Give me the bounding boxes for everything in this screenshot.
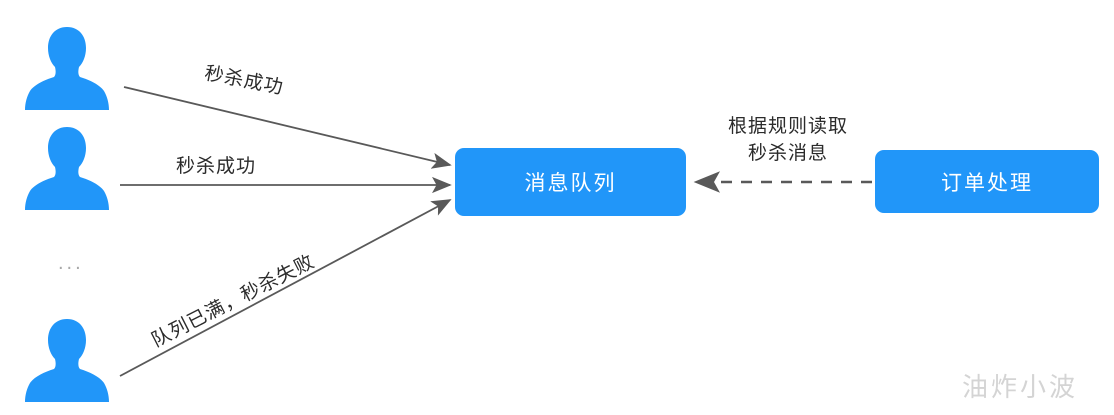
user-icon-3 — [25, 319, 109, 402]
actors-ellipsis: ... — [58, 252, 84, 274]
user-icon-2 — [25, 127, 109, 210]
edge-3-line — [119, 199, 452, 377]
user-icon-1 — [25, 27, 109, 110]
edge-4-label: 根据规则读取 秒杀消息 — [728, 114, 848, 167]
edge-4-label-line2: 秒杀消息 — [748, 142, 829, 164]
edge-1-line — [123, 86, 452, 169]
node-order-processing[interactable]: 订单处理 — [875, 150, 1099, 213]
watermark: 油炸小波 — [962, 372, 1079, 402]
node-message-queue[interactable]: 消息队列 — [455, 148, 686, 216]
edge-2-label: 秒杀成功 — [176, 156, 257, 177]
edge-4-label-line1: 根据规则读取 — [728, 116, 849, 137]
